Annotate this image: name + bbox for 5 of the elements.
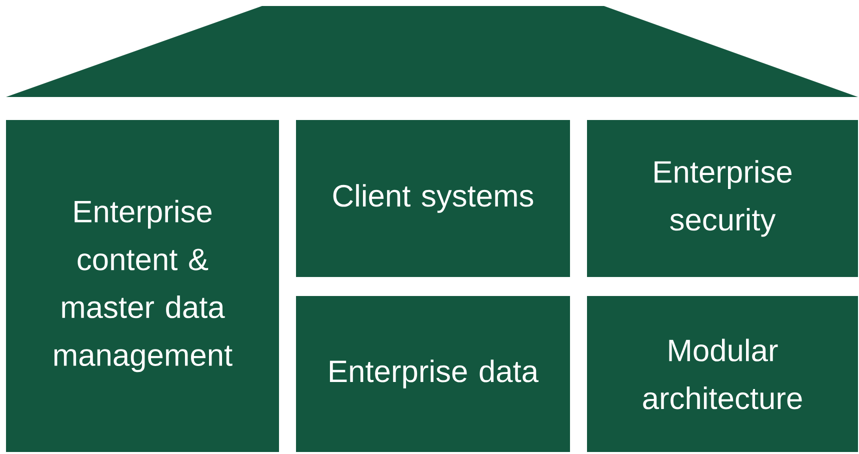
block-box: Client systems bbox=[296, 120, 570, 277]
block-box: Enterprise content & master data management bbox=[6, 120, 279, 452]
block-box: Modular architecture bbox=[587, 296, 858, 452]
block-box: Enterprise security bbox=[587, 120, 858, 277]
block-box: Enterprise data bbox=[296, 296, 570, 452]
